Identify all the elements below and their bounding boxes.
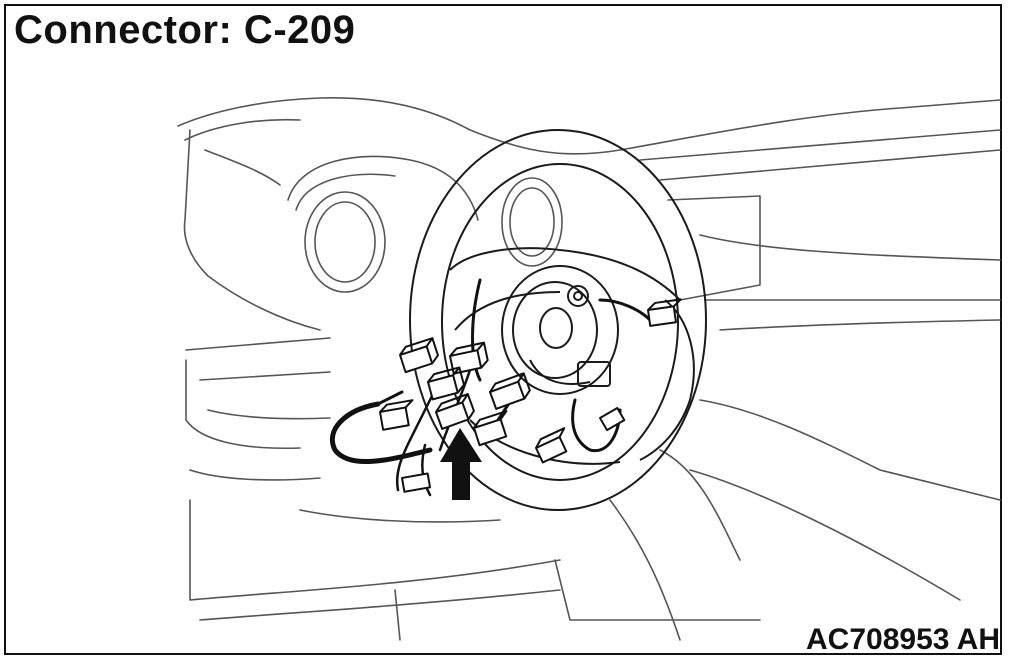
arrow-pointer-icon: [440, 428, 482, 500]
figure-code: AC708953 AH: [806, 623, 1000, 656]
diagram-title: Connector: C-209: [14, 8, 356, 52]
steering-wheel: [409, 129, 707, 511]
connectors: [379, 298, 682, 493]
